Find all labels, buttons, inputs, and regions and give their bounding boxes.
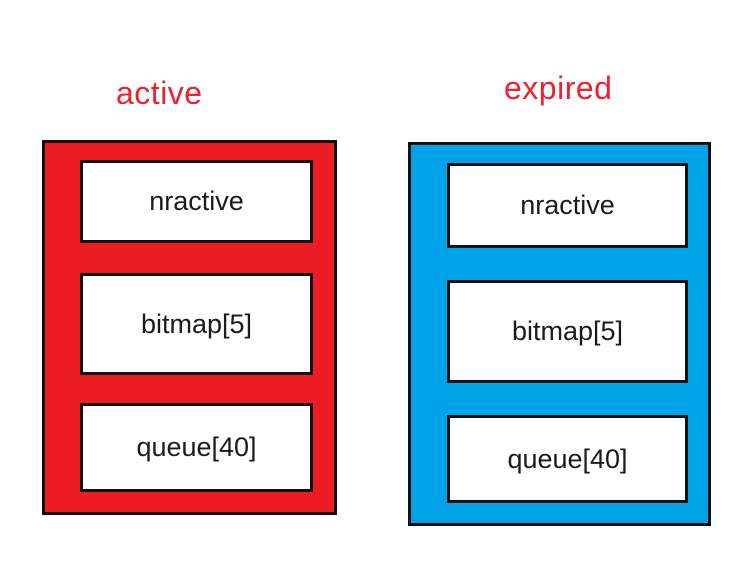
expired-label: expired <box>504 70 613 106</box>
active-item-queue: queue[40] <box>80 403 313 492</box>
expired-container: nractive bitmap[5] queue[40] <box>408 142 711 526</box>
expired-item-nractive: nractive <box>447 163 688 248</box>
expired-item-bitmap: bitmap[5] <box>447 280 688 383</box>
active-container: nractive bitmap[5] queue[40] <box>42 140 337 515</box>
active-item-nractive: nractive <box>80 160 313 243</box>
active-item-bitmap: bitmap[5] <box>80 273 313 375</box>
active-label: active <box>116 75 203 111</box>
expired-item-queue: queue[40] <box>447 415 688 503</box>
